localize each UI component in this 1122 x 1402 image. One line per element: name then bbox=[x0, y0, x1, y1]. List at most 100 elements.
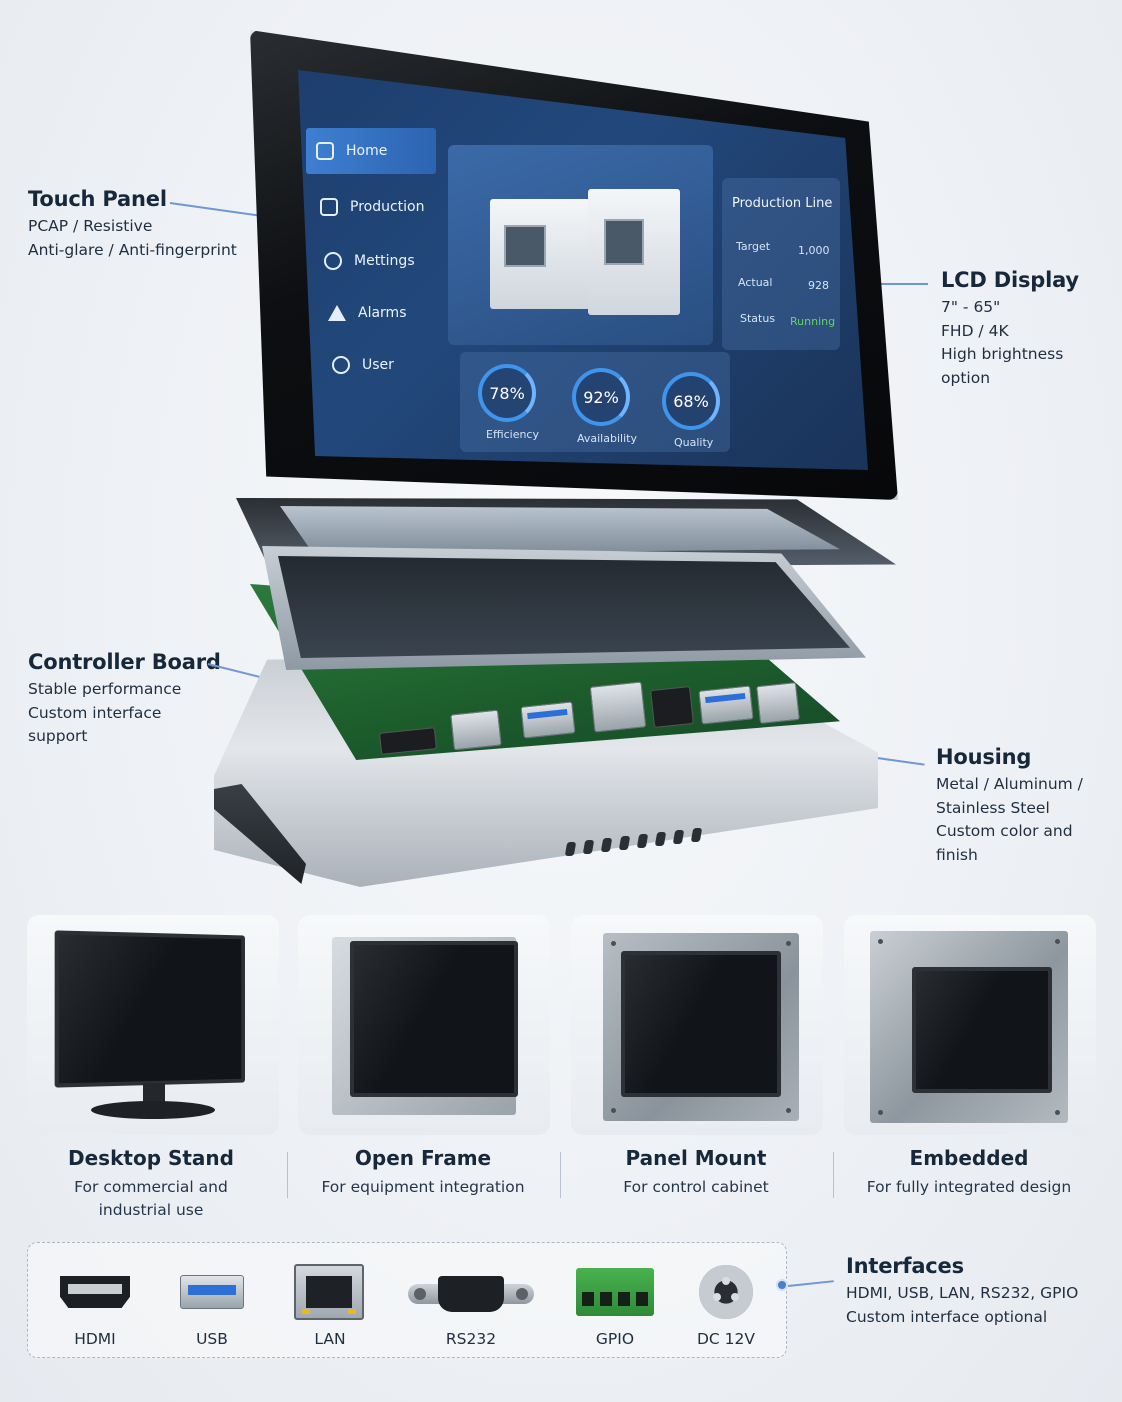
lcd-display-line-1: 7" - 65" bbox=[941, 298, 1001, 316]
housing-line-2: Stainless Steel bbox=[936, 798, 1050, 817]
lcd-module-panel bbox=[278, 556, 850, 658]
embedded-desc: For fully integrated design bbox=[843, 1176, 1095, 1199]
housing-line-3: Custom color and finish bbox=[936, 822, 1073, 864]
pcb-lan-port bbox=[589, 681, 647, 733]
desktop-stand-desc: For commercial and industrial use bbox=[25, 1176, 277, 1222]
interfaces-title: Interfaces bbox=[846, 1254, 964, 1278]
lcd-display-leader bbox=[866, 283, 928, 285]
pcb-dc-jack-2 bbox=[756, 682, 800, 724]
hmi-nav-label: Alarms bbox=[358, 305, 407, 321]
controller-board-line-2: Custom interface bbox=[28, 703, 162, 722]
hmi-nav-label: Production bbox=[350, 199, 425, 215]
alarm-icon bbox=[328, 305, 346, 321]
target-value: 1,000 bbox=[798, 244, 830, 257]
rs232-port-icon bbox=[408, 1274, 534, 1314]
lcd-display-title: LCD Display bbox=[941, 268, 1079, 292]
interfaces-line-2: Custom interface optional bbox=[846, 1307, 1048, 1326]
desktop-monitor-image bbox=[54, 930, 245, 1088]
lcd-display-callout: LCD Display 7" - 65" FHD / 4K High brigh… bbox=[941, 268, 1116, 390]
open-frame-title: Open Frame bbox=[354, 1146, 492, 1170]
target-label: Target bbox=[736, 240, 771, 253]
housing-leader bbox=[869, 756, 925, 766]
open-frame-desc: For equipment integration bbox=[297, 1176, 549, 1199]
quality-gauge: 68% bbox=[662, 372, 720, 430]
pcb-usb-port-2 bbox=[698, 685, 754, 725]
card-separator bbox=[560, 1152, 561, 1198]
touch-panel-title: Touch Panel bbox=[28, 187, 167, 211]
hmi-nav-settings[interactable]: Mettings bbox=[314, 238, 444, 284]
controller-board-title: Controller Board bbox=[28, 650, 221, 674]
lan-label: LAN bbox=[314, 1330, 346, 1348]
panel-mount-title: Panel Mount bbox=[625, 1146, 767, 1170]
hmi-nav-label: User bbox=[362, 357, 394, 373]
lcd-display-line-3: High brightness option bbox=[941, 345, 1064, 387]
pcb-usb-port-1 bbox=[520, 701, 576, 739]
desktop-stand-card[interactable] bbox=[27, 915, 279, 1135]
availability-label: Availability bbox=[577, 432, 637, 445]
production-line-panel: Production Line Target 1,000 Actual 928 … bbox=[722, 178, 840, 350]
panel-mount-card[interactable] bbox=[571, 915, 823, 1135]
actual-label: Actual bbox=[738, 276, 773, 289]
efficiency-gauge: 78% bbox=[478, 364, 536, 422]
embedded-title: Embedded bbox=[909, 1146, 1029, 1170]
card-separator bbox=[287, 1152, 288, 1198]
desktop-stand-neck bbox=[143, 1083, 165, 1105]
kpi-gauges-panel: 78% Efficiency 92% Availability 68% Qual… bbox=[460, 352, 730, 452]
hmi-nav-home[interactable]: Home bbox=[306, 128, 436, 174]
housing-title: Housing bbox=[936, 745, 1032, 769]
desktop-stand-desc-2: industrial use bbox=[98, 1201, 204, 1219]
card-separator bbox=[833, 1152, 834, 1198]
controller-board-line-3: support bbox=[28, 727, 88, 745]
status-label: Status bbox=[740, 312, 776, 325]
hmi-nav-user[interactable]: User bbox=[322, 342, 452, 388]
pcb-usb-c-port bbox=[450, 709, 502, 751]
hmi-nav-label: Mettings bbox=[354, 253, 415, 269]
touch-panel-line-2: Anti-glare / Anti-fingerprint bbox=[28, 240, 237, 259]
touch-glass-inner bbox=[280, 506, 840, 554]
hmi-nav-alarms[interactable]: Alarms bbox=[318, 290, 448, 336]
dc12v-label: DC 12V bbox=[696, 1330, 755, 1348]
panel-mount-screen bbox=[621, 951, 781, 1097]
machine-image-panel bbox=[448, 145, 713, 345]
status-value: Running bbox=[790, 315, 836, 328]
housing-callout: Housing Metal / Aluminum / Stainless Ste… bbox=[936, 745, 1116, 867]
efficiency-label: Efficiency bbox=[486, 428, 539, 441]
interfaces-dot bbox=[776, 1279, 788, 1291]
home-icon bbox=[316, 142, 334, 160]
interfaces-line-1: HDMI, USB, LAN, RS232, GPIO bbox=[846, 1284, 1079, 1302]
housing-line-1: Metal / Aluminum / bbox=[936, 775, 1083, 793]
hmi-nav-production[interactable]: Production bbox=[310, 184, 440, 230]
rs232-label: RS232 bbox=[445, 1330, 497, 1348]
interfaces-strip bbox=[27, 1242, 787, 1358]
open-frame-desc-1: For equipment integration bbox=[321, 1178, 525, 1196]
settings-icon bbox=[324, 252, 342, 270]
hdmi-label: HDMI bbox=[74, 1330, 116, 1348]
controller-board-line-1: Stable performance bbox=[28, 680, 182, 698]
hdmi-port-icon bbox=[60, 1276, 130, 1308]
embedded-screen bbox=[912, 967, 1052, 1093]
quality-label: Quality bbox=[674, 436, 714, 449]
interfaces-leader bbox=[787, 1280, 834, 1287]
pcb-dc-jack bbox=[650, 686, 694, 728]
dc-power-icon bbox=[699, 1265, 753, 1319]
availability-gauge: 92% bbox=[572, 368, 630, 426]
hmi-screen: Home Production Mettings Alarms User Pro… bbox=[298, 70, 868, 470]
controller-board-callout: Controller Board Stable performance Cust… bbox=[28, 650, 228, 749]
gpio-label: GPIO bbox=[595, 1330, 635, 1348]
panel-mount-desc: For control cabinet bbox=[570, 1176, 822, 1199]
touch-panel-callout: Touch Panel PCAP / Resistive Anti-glare … bbox=[28, 187, 258, 262]
usb-port-icon bbox=[180, 1275, 244, 1309]
desktop-stand-base bbox=[91, 1101, 215, 1119]
open-frame-screen bbox=[350, 941, 518, 1097]
touch-panel-line-1: PCAP / Resistive bbox=[28, 217, 153, 235]
hmi-nav-label: Home bbox=[346, 143, 388, 159]
actual-value: 928 bbox=[808, 279, 829, 292]
lan-port-icon bbox=[294, 1264, 364, 1320]
embedded-desc-1: For fully integrated design bbox=[866, 1178, 1072, 1196]
gpio-terminal-icon bbox=[576, 1268, 654, 1316]
desktop-stand-title: Desktop Stand bbox=[68, 1146, 234, 1170]
open-frame-card[interactable] bbox=[298, 915, 550, 1135]
desktop-stand-desc-1: For commercial and bbox=[74, 1178, 228, 1196]
production-line-title: Production Line bbox=[732, 196, 833, 211]
embedded-card[interactable] bbox=[844, 915, 1096, 1135]
